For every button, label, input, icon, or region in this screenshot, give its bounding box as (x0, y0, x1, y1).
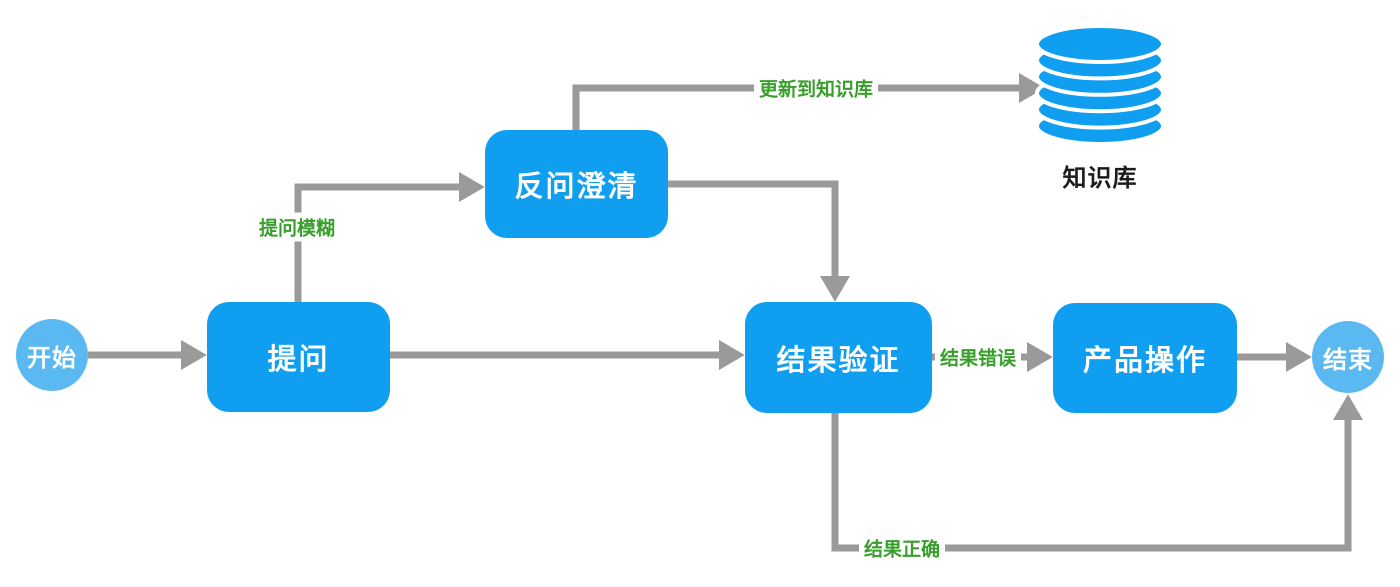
knowledge-base-label: 知识库 (1062, 165, 1138, 192)
edge-ask-clarify (294, 171, 485, 302)
edge-clarify-verify (668, 180, 851, 302)
node-end-label: 结束 (1323, 346, 1373, 374)
edge-label-vague: 提问模糊 (253, 212, 341, 242)
node-clarify-label: 反问澄清 (514, 171, 639, 203)
database-icon (1035, 24, 1165, 146)
edge-verify-end (831, 394, 1364, 552)
edge-label-update-kb: 更新到知识库 (753, 73, 879, 103)
edge-label-correct: 结果正确 (858, 533, 946, 563)
node-ask-label: 提问 (267, 344, 330, 376)
edge-label-wrong: 结果错误 (934, 342, 1022, 372)
node-start: 开始 (16, 319, 88, 391)
node-end: 结束 (1312, 321, 1384, 393)
node-verify-label: 结果验证 (776, 344, 901, 377)
node-start-label: 开始 (27, 344, 77, 372)
node-verify: 结果验证 (745, 302, 932, 413)
node-operate: 产品操作 (1053, 303, 1237, 413)
node-clarify: 反问澄清 (485, 130, 668, 238)
node-knowledge-base: 知识库 (1033, 20, 1167, 193)
node-operate-label: 产品操作 (1082, 345, 1207, 377)
node-ask: 提问 (207, 302, 390, 412)
